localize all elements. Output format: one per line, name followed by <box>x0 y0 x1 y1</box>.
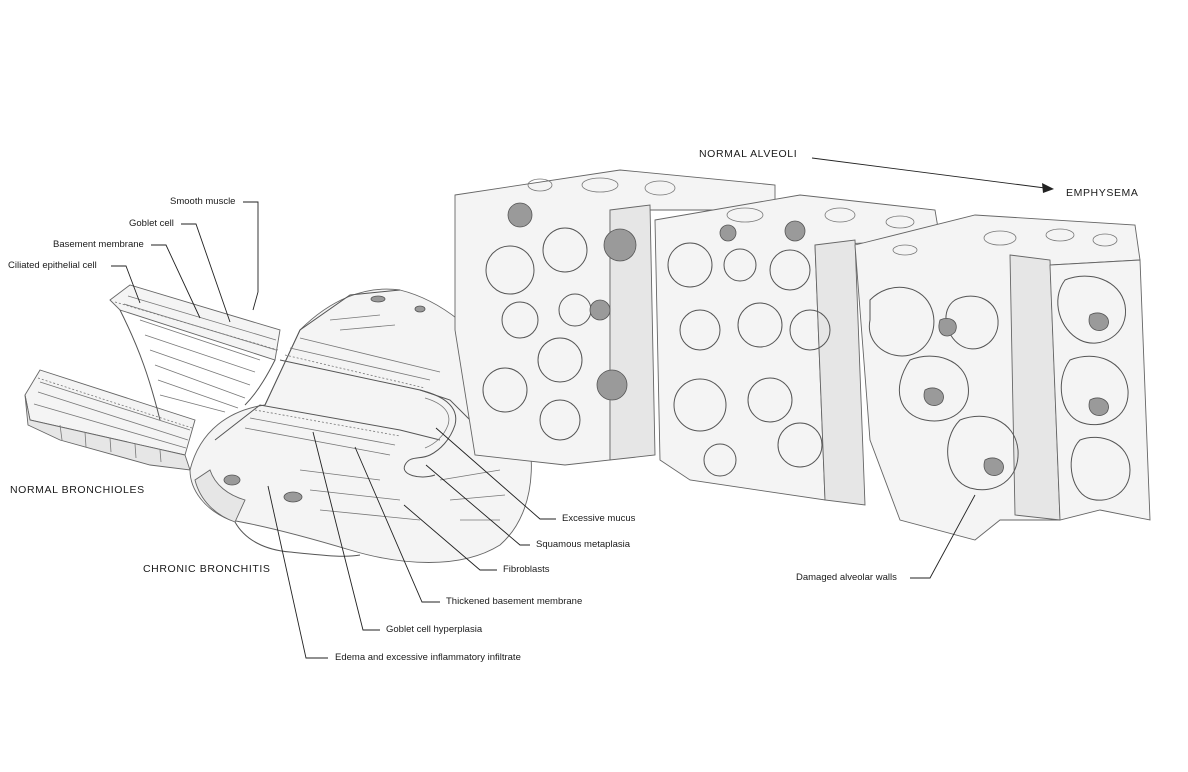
label-smooth-muscle: Smooth muscle <box>170 196 236 207</box>
caption-normal-alveoli: NORMAL ALVEOLI <box>699 148 798 160</box>
label-damaged-alveolar-walls: Damaged alveolar walls <box>796 572 897 583</box>
caption-chronic-bronchitis: CHRONIC BRONCHITIS <box>143 563 271 575</box>
leader-lines <box>111 201 976 659</box>
label-fibroblasts: Fibroblasts <box>503 564 550 575</box>
caption-emphysema: EMPHYSEMA <box>1066 187 1139 199</box>
label-goblet-cell-hyperplasia: Goblet cell hyperplasia <box>386 624 483 635</box>
normal-bronchiole-drawing <box>24 284 281 471</box>
chronic-bronchitis-drawing <box>189 288 532 563</box>
caption-normal-bronchioles: NORMAL BRONCHIOLES <box>10 484 145 496</box>
normal-alveoli-drawing <box>454 169 941 506</box>
emphysema-drawing <box>854 214 1151 541</box>
label-basement-membrane: Basement membrane <box>53 239 144 250</box>
label-ciliated-epithelial-cell: Ciliated epithelial cell <box>8 260 97 271</box>
label-excessive-mucus: Excessive mucus <box>562 513 636 524</box>
label-thickened-basement-membrane: Thickened basement membrane <box>446 596 583 607</box>
label-edema-infiltrate: Edema and excessive inflammatory infiltr… <box>335 652 521 663</box>
label-goblet-cell: Goblet cell <box>129 218 174 229</box>
label-squamous-metaplasia: Squamous metaplasia <box>536 539 630 550</box>
progression-arrow <box>811 157 1054 193</box>
